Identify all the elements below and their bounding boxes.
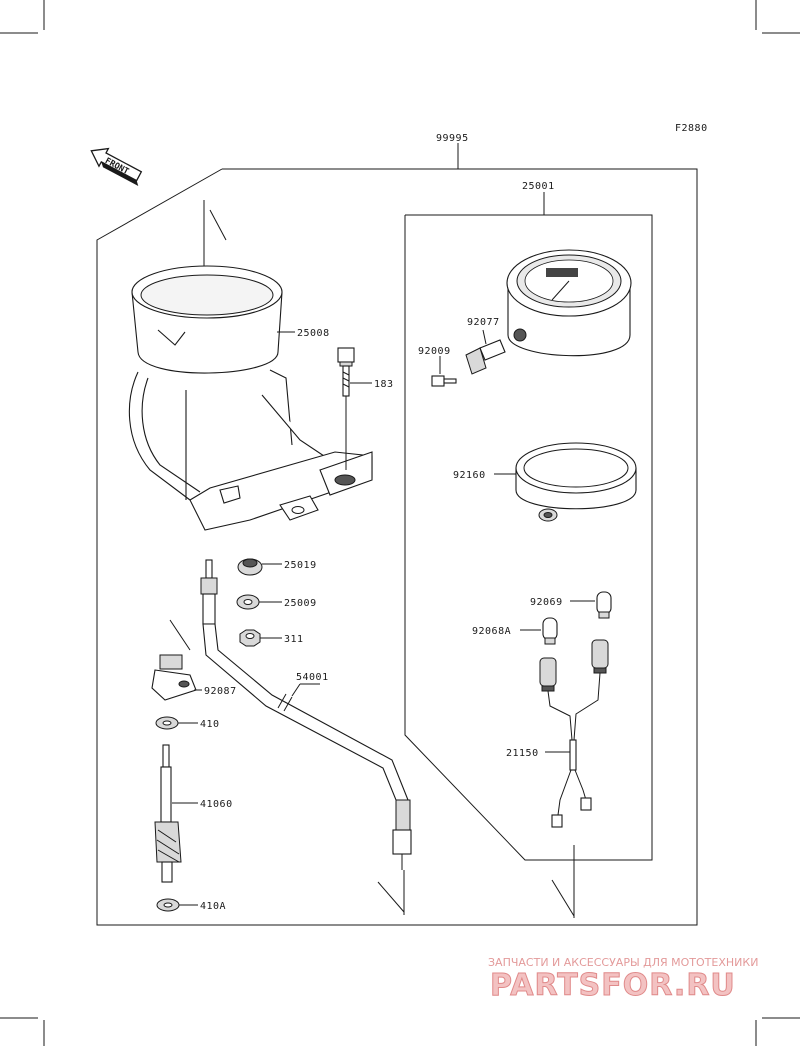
label-92068a: 92068A — [472, 626, 511, 637]
label-183: 183 — [374, 379, 394, 390]
assembly-outline: 99995 — [96, 133, 698, 926]
label-54001: 54001 — [296, 672, 329, 683]
grommet-25019-part: 25019 — [237, 558, 317, 576]
label-25001: 25001 — [522, 181, 555, 192]
label-92087: 92087 — [204, 686, 237, 697]
meter-bracket-part: 25008 — [128, 265, 373, 531]
label-25008: 25008 — [297, 328, 330, 339]
label-410: 410 — [200, 719, 220, 730]
bulb-92069-part: 92069 — [530, 591, 612, 619]
washer-410-part: 410 — [155, 716, 220, 730]
watermark-tagline: ЗАПЧАСТИ И АКСЕССУАРЫ ДЛЯ МОТОТЕХНИКИ — [488, 956, 758, 969]
page-code: F2880 — [675, 123, 708, 134]
label-92009: 92009 — [418, 346, 451, 357]
label-25009: 25009 — [284, 598, 317, 609]
watermark: ЗАПЧАСТИ И АКСЕССУАРЫ ДЛЯ МОТОТЕХНИКИ PA… — [488, 956, 758, 1004]
wire-harness-part: 21150 — [506, 639, 609, 828]
label-21150: 21150 — [506, 748, 539, 759]
gear-housing-part: 92087 — [151, 654, 237, 701]
meter-subassembly-outline: 25001 — [404, 181, 653, 861]
label-92077: 92077 — [467, 317, 500, 328]
drive-gear-part: 41060 — [154, 744, 233, 883]
front-arrow-icon: FRONT — [90, 147, 143, 187]
label-25019: 25019 — [284, 560, 317, 571]
nut-part: 311 — [239, 629, 304, 647]
bulb-92068a-part: 92068A — [472, 617, 558, 645]
label-41060: 41060 — [200, 799, 233, 810]
trip-knob-part: 92077 — [465, 317, 506, 375]
label-92069: 92069 — [530, 597, 563, 608]
speedometer-part — [506, 249, 632, 357]
label-92160: 92160 — [453, 470, 486, 481]
meter-ring-part: 92160 — [453, 442, 637, 522]
label-410a: 410A — [200, 901, 226, 912]
label-311: 311 — [284, 634, 304, 645]
grommet-25009-part: 25009 — [236, 594, 317, 610]
watermark-brand: PARTSFOR.RU — [490, 968, 736, 1003]
bolt-part: 183 — [337, 347, 394, 470]
label-99995: 99995 — [436, 133, 469, 144]
washer-410a-part: 410A — [156, 898, 226, 912]
speedometer-cable-part: 54001 — [200, 559, 412, 870]
screw-part: 92009 — [418, 346, 457, 387]
